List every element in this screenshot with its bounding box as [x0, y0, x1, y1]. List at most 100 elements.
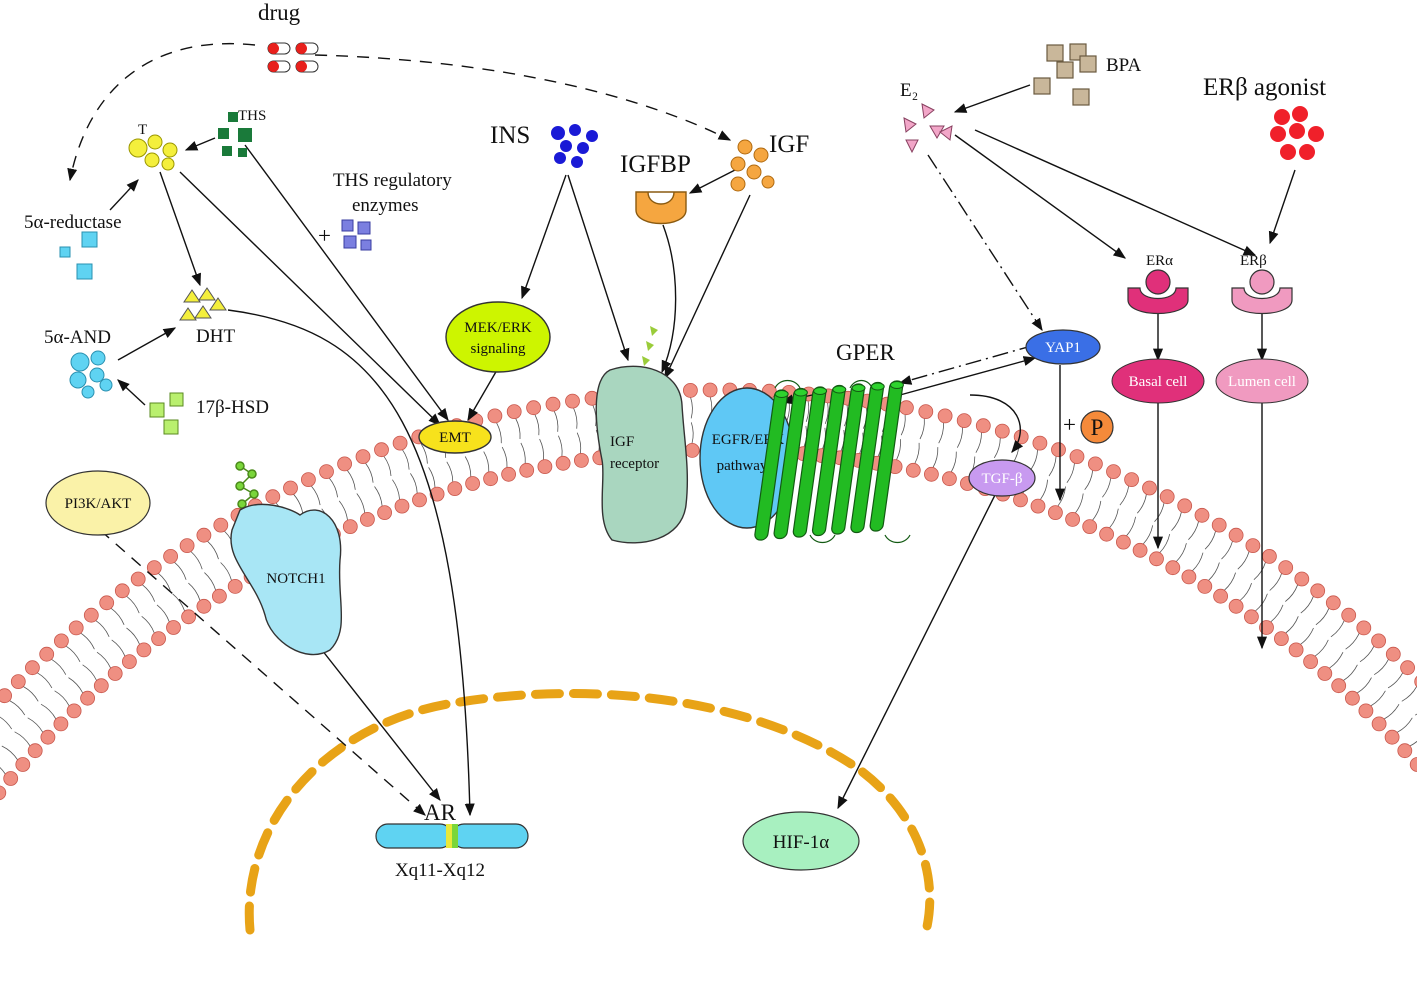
lipid-tail [1383, 704, 1400, 720]
lipid-head [130, 571, 146, 587]
lipid-head [107, 666, 123, 681]
gper-helix-top [813, 387, 828, 395]
lipid-tail [539, 438, 545, 460]
basal-cell-node [1111, 358, 1205, 404]
er-beta-ligand [1249, 269, 1275, 295]
lipid-head [1082, 519, 1098, 534]
phosphate-circle-icon [1080, 410, 1114, 444]
lipid-head [545, 396, 561, 412]
lipid-tail [690, 422, 694, 444]
t-label: T [138, 122, 147, 138]
lipid-head [1116, 534, 1131, 550]
lipid-tail [9, 700, 26, 716]
lipid-tail [1154, 502, 1165, 522]
lipid-head [1294, 571, 1310, 587]
lipid-head [166, 620, 181, 635]
lipid-tail [1285, 584, 1299, 602]
lipid-head [1274, 631, 1289, 646]
lipid-tail [786, 399, 790, 421]
lipid-head [342, 519, 358, 534]
lipid-head [1262, 549, 1277, 564]
lipid-head [83, 607, 99, 623]
lipid-head [937, 408, 953, 424]
tgf-beta-label: TGF-β [982, 471, 1023, 487]
lipid-head [1142, 480, 1157, 496]
lipid-head [574, 452, 589, 468]
lipid-head [1371, 716, 1387, 732]
lipid-head [15, 757, 31, 772]
lipid-head [1177, 498, 1193, 514]
lipid-head [526, 400, 541, 416]
lipid-head [1259, 620, 1274, 635]
lipid-tail [690, 397, 693, 419]
bpa-label: BPA [1106, 55, 1141, 76]
lipid-tail [356, 493, 366, 514]
egfr-erk-label-2: pathway [717, 458, 768, 474]
ins-molecules [551, 124, 598, 168]
lipid-head [265, 489, 281, 505]
lipid-tail [1221, 541, 1233, 560]
lipid-head [1278, 560, 1294, 575]
lipid-tail [1330, 620, 1345, 638]
lipid-head [1303, 654, 1318, 669]
lipid-tail [96, 651, 112, 669]
lipid-tail [805, 400, 810, 423]
lipid-head [136, 642, 152, 658]
igf-receptor-label-2: receptor [610, 456, 659, 472]
lipid-tail [51, 658, 67, 675]
gper-helix-top [870, 382, 885, 391]
lipid-head [121, 654, 137, 669]
phosphate-label: P [1091, 415, 1104, 440]
ths-molecules [218, 112, 252, 157]
lipid-tail [126, 595, 140, 614]
lipid-tail [188, 582, 201, 601]
lipid-head [1165, 560, 1181, 576]
lipid-tail [446, 461, 454, 482]
lipid-tail [558, 435, 563, 457]
lipid-tail [365, 462, 374, 483]
lipid-head [39, 646, 55, 662]
lipid-head [1051, 442, 1066, 458]
lipid-tail [824, 402, 829, 424]
lipid-tail [515, 418, 521, 440]
lipid-tail [204, 572, 217, 591]
lipid-tail [1224, 572, 1236, 591]
lipid-head [1356, 620, 1372, 636]
lipid-tail [110, 607, 125, 625]
lipid-tail [1300, 596, 1314, 614]
lipid-head [68, 620, 84, 636]
lipid-tail [1040, 479, 1048, 500]
lipid-tail [68, 677, 84, 694]
lipid-tail [1, 745, 18, 761]
lipid-tail [1401, 686, 1417, 702]
lipid-tail [1057, 486, 1066, 507]
gper-label: GPER [836, 340, 895, 365]
lipid-head [924, 466, 939, 482]
lipid-tail [0, 767, 6, 775]
lipid-head [483, 471, 499, 487]
reductase-molecules [59, 231, 98, 280]
lipid-tail [1142, 525, 1154, 545]
igf-label: IGF [769, 131, 809, 158]
lipid-tail [993, 437, 1001, 459]
ths-regulatory-plus: + [318, 223, 331, 248]
gper-helix-top [851, 384, 866, 392]
lipid-tail [346, 470, 356, 490]
lipid-tail [483, 451, 490, 473]
lipid-head [25, 660, 40, 676]
lipid-tail [1269, 573, 1283, 591]
lipid-head [1384, 729, 1400, 745]
lipid-tail [1066, 463, 1075, 483]
lipid-tail [141, 615, 155, 634]
lipid-head [1341, 607, 1357, 623]
drug-capsule-icons [267, 42, 319, 73]
lipid-tail [0, 716, 13, 730]
lipid-head [392, 435, 408, 451]
lipid-head [300, 472, 316, 488]
lipid-head [447, 481, 463, 497]
ths-regulatory-label-1: THS regulatory [333, 170, 452, 191]
lipid-tail [1239, 582, 1252, 601]
lipid-head [1106, 464, 1121, 480]
lipid-head [1310, 583, 1326, 599]
